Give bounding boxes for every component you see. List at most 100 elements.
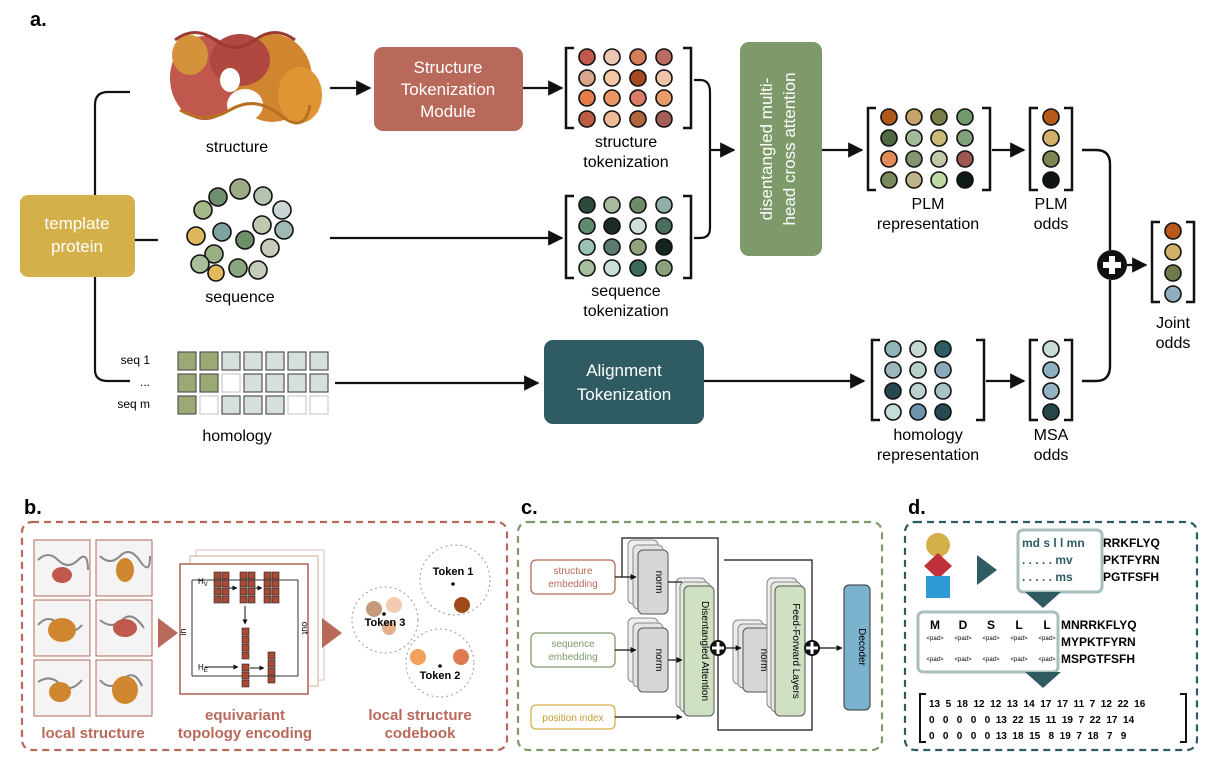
matrix-row-2: 0 0 0 0 0 13 22 15 11 19 7 22 17 14 [929,715,1135,726]
decoder-label: Decoder [856,628,867,666]
pad-seq-box [916,610,1060,674]
svg-text:<pad>: <pad> [954,657,972,663]
panel-c-label: c. [521,497,538,519]
disentangled-attention-block: Disentangled Attention [675,577,715,717]
matrix-row-3: 0 0 0 0 0 13 18 15 8 19 7 18 7 9 [929,731,1127,742]
out-label: out [300,622,310,635]
plm-representation-line2: representation [877,216,979,233]
svg-text:L: L [1015,618,1022,632]
structure-embedding-line2: embedding [548,579,597,590]
decoder-block: Decoder [843,584,871,711]
homology-representation-matrix [870,338,986,422]
big-letters: M D S L L [930,618,1051,632]
play-arrow-icon [977,555,997,585]
structure-label: structure [206,139,268,156]
svg-text:<pad>: <pad> [926,636,944,642]
joint-merge-lines [1082,148,1112,383]
ffn-label: Feed-Forward Layers [790,603,801,699]
panel-d-frame [903,520,1199,752]
template-protein-line2: protein [51,237,103,256]
norm-block-2: norm [627,617,669,693]
seq1-label: seq 1 [121,353,151,367]
svg-text:<pad>: <pad> [926,657,944,663]
sequence-embedding-line1: sequence [551,639,595,650]
tail-seq-3: MSPGTFSFH [1061,652,1135,666]
arrow-right-icon [158,618,178,648]
sequence-tokenization-line2: tokenization [583,303,668,320]
seq-dots-label: ... [140,375,150,389]
homology-representation-line1: homology [893,427,962,444]
token2-label: Token 2 [420,670,461,682]
structure-embedding-line1: structure [554,566,593,577]
tail-seq-1: MNRRKFLYQ [1061,618,1137,632]
topology-encoding-stack [179,549,325,695]
sequence-label: sequence [205,289,274,306]
plm-representation-matrix [866,106,992,192]
cross-attention-box: disentangled multi- head cross attention [740,42,822,256]
local-structure-thumbnails [33,539,153,717]
svg-text:<pad>: <pad> [1010,636,1028,642]
down-arrow-icon-1 [1025,592,1061,608]
sequence-beads-image [186,178,294,282]
position-index-label: position index [542,713,603,724]
down-arrow-icon-2 [1025,672,1061,688]
structure-tokenization-line2: tokenization [583,154,668,171]
add-icon-2 [804,640,820,656]
alignment-tokenization-box: Alignment Tokenization [544,340,704,424]
svg-text:<pad>: <pad> [982,657,1000,663]
sequence-tokenization-line1: sequence [591,283,660,300]
structure-token-matrix [564,46,693,130]
codebook-token-clusters [351,544,491,698]
disentangled-attention-label: Disentangled Attention [699,601,710,701]
lower-seq-3: . . . . . ms [1022,570,1073,584]
upper-seq-2: PKTFYRN [1103,553,1160,567]
svg-text:L: L [1043,618,1050,632]
seqm-label: seq m [117,397,150,411]
attention-line2: head cross attention [780,72,799,225]
attention-line1: disentangled multi- [757,78,776,221]
panel-b-label: b. [24,497,42,519]
arrow-right-icon-2 [322,618,342,648]
plm-representation-line1: PLM [912,196,945,213]
sequence-embedding-box: sequence embedding [530,632,616,668]
structure-embedding-box: structure embedding [530,559,616,595]
plus-icon [1097,250,1127,280]
structure-protein-image [170,31,322,125]
upper-seq-3: PGTFSFH [1103,570,1159,584]
sequence-embedding-line2: embedding [548,652,597,663]
panel-b-frame [20,520,509,752]
msa-odds-vector [1028,338,1074,422]
norm-label-3: norm [758,649,769,672]
ffn-block: Feed-Forward Layers [766,577,806,717]
stm-line3: Module [420,102,476,121]
pad-tokens: <pad><pad><pad><pad><pad> <pad><pad><pad… [926,636,1056,663]
msa-odds-line1: MSA [1034,427,1069,444]
local-structure-label: local structure [41,725,144,742]
svg-text:M: M [930,618,940,632]
shapes-icon [924,533,952,598]
plm-odds-line1: PLM [1035,196,1068,213]
homology-representation-line2: representation [877,447,979,464]
svg-text:<pad>: <pad> [954,636,972,642]
plm-odds-vector [1028,106,1074,192]
stm-line1: Structure [414,58,483,77]
joint-odds-vector [1150,220,1196,304]
position-index-box: position index [530,704,616,730]
norm-label-1: norm [653,571,664,594]
svg-text:<pad>: <pad> [1038,657,1056,663]
norm-block-3: norm [732,619,774,693]
svg-text:D: D [959,618,968,632]
panel-d-label: d. [908,497,926,519]
template-protein-box: template protein [20,195,135,277]
sequence-token-matrix [564,194,693,280]
in-label: in [178,628,188,635]
matrix-row-1: 13 5 18 12 12 13 14 17 17 11 7 12 22 16 [929,699,1146,710]
alignment-line1: Alignment [586,361,662,380]
input-branch-lines [93,90,158,383]
msa-odds-line2: odds [1034,447,1069,464]
tail-seq-2: MYPKTFYRN [1061,635,1136,649]
panel-c-frame [516,520,884,752]
plm-odds-line2: odds [1034,216,1069,233]
token-index-matrix: 13 5 18 12 12 13 14 17 17 11 7 12 22 16 … [919,693,1187,743]
equivariant-line1: equivariant [205,707,285,724]
